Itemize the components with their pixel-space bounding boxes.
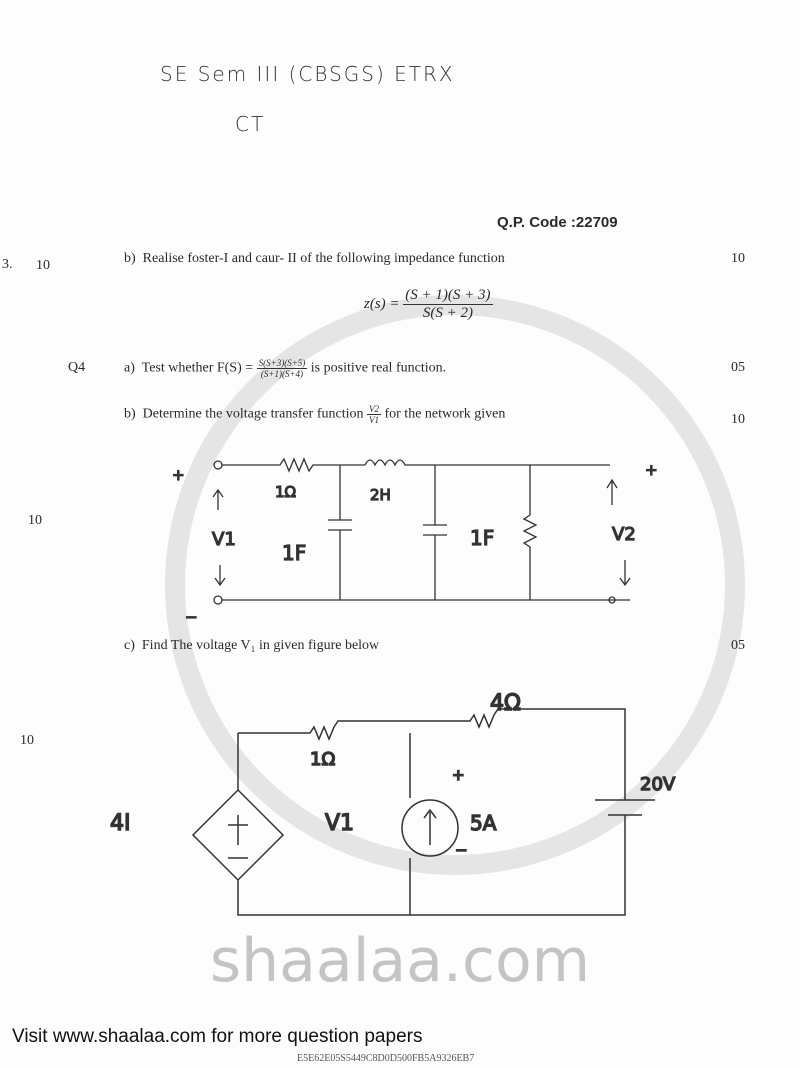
footer-visit-link[interactable]: Visit www.shaalaa.com for more question …	[12, 1026, 423, 1047]
question-text: Determine the voltage transfer function	[142, 406, 364, 422]
circuit-diagram-1: + + − 1Ω 2H 1F 1F V1 V2	[171, 457, 658, 627]
node-voltage-label: V1	[325, 811, 354, 836]
question-label: b)	[124, 406, 136, 422]
watermark-text: shaalaa.com	[209, 926, 591, 996]
margin-mark: 10	[28, 513, 42, 528]
marks: 05	[731, 360, 745, 375]
impedance-formula: z(s) = (S + 1)(S + 3)S(S + 2)	[364, 287, 493, 322]
capacitor-label: 1F	[282, 541, 306, 565]
resistor-label: 4Ω	[490, 691, 521, 716]
dependent-source-label: 4I	[110, 811, 131, 836]
resistor-label: 1Ω	[310, 749, 335, 770]
handwritten-header: SE Sem III (CBSGS) ETRX	[160, 62, 455, 86]
margin-mark: 10	[20, 733, 34, 748]
footer-hash: E5E62E05S5449C8D0D500FB5A9326EB7	[297, 1053, 475, 1064]
fraction-numerator: S(S+3)(S+5)	[256, 358, 308, 369]
plus-sign: +	[172, 466, 185, 484]
formula-numerator: (S + 1)(S + 3)	[403, 287, 493, 305]
minus-sign: −	[185, 608, 198, 626]
question-a: a) Test whether F(S) = S(S+3)(S+5)(S+1)(…	[124, 358, 446, 379]
marks: 10	[731, 412, 745, 427]
resistor-label: 1Ω	[275, 483, 296, 501]
question-b1: b) Realise foster-I and caur- II of the …	[124, 251, 505, 267]
question-text: Test whether F(S) =	[141, 360, 254, 376]
marks: 05	[731, 638, 745, 653]
inductor-label: 2H	[370, 486, 391, 504]
fraction-denominator: V1	[368, 415, 379, 425]
battery-label: 20V	[640, 774, 676, 795]
plus-sign: +	[452, 766, 465, 784]
fraction-denominator: (S+1)(S+4)	[260, 369, 304, 379]
question-label: b)	[124, 251, 136, 266]
question-c: c) Find The voltage V₁ in given figure b…	[124, 638, 379, 654]
minus-sign: −	[455, 841, 468, 859]
question-label: c)	[124, 638, 135, 653]
question-text: Find The voltage V₁ in given figure belo…	[141, 638, 380, 653]
question-text: Realise foster-I and caur- II of the fol…	[142, 251, 505, 266]
formula-lhs: z(s) =	[364, 295, 400, 312]
question-label: a)	[124, 360, 135, 376]
question-text: for the network given	[384, 406, 506, 422]
margin-mark: 10	[36, 258, 50, 273]
question-text: is positive real function.	[310, 360, 447, 376]
qp-code: Q.P. Code :22709	[497, 214, 618, 231]
capacitor-label: 1F	[470, 526, 494, 550]
fraction-numerator: V2	[366, 404, 381, 415]
marks: 10	[731, 251, 745, 266]
plus-sign: +	[645, 461, 658, 479]
input-voltage-label: V1	[212, 529, 236, 550]
question-b2: b) Determine the voltage transfer functi…	[124, 404, 505, 425]
margin-question-number: 3.	[2, 257, 13, 272]
current-source-label: 5A	[470, 811, 497, 835]
output-voltage-label: V2	[612, 524, 636, 545]
handwritten-subject: CT	[235, 112, 266, 136]
formula-denominator: S(S + 2)	[422, 305, 473, 321]
circuit-diagram-2: 4I V1 5A 20V 1Ω 4Ω + −	[109, 690, 677, 916]
margin-question-number: Q4	[68, 360, 86, 375]
